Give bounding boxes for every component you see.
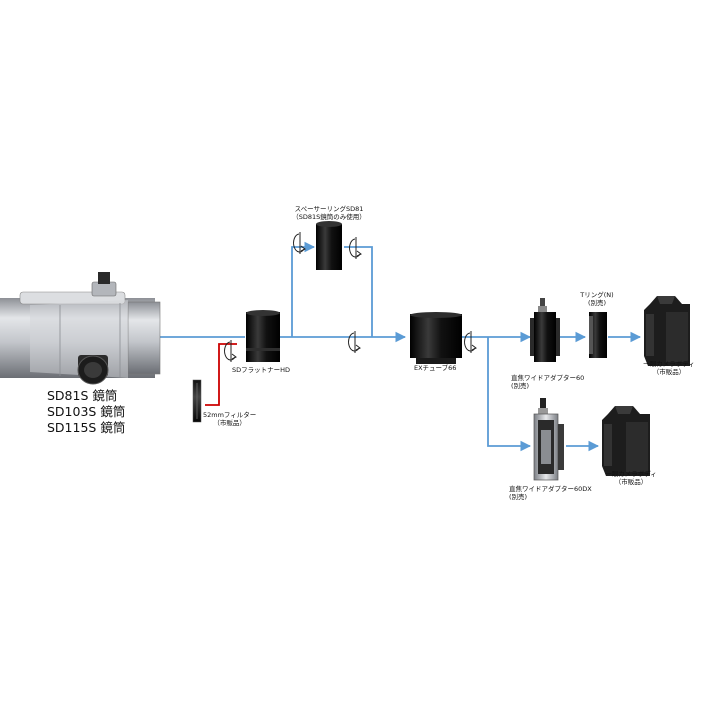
rotation-icons	[224, 232, 477, 362]
rotation-arrow-icon	[293, 232, 306, 254]
telescope-tube	[0, 272, 161, 385]
telescope-model-list: SD81S 鏡筒 SD103S 鏡筒 SD115S 鏡筒	[47, 388, 125, 436]
t-ring-label: Tリング(N) (別売)	[580, 291, 613, 307]
spacer-ring-note: （SD81S鏡筒のみ使用）	[292, 213, 366, 222]
flattener-hd	[246, 310, 280, 362]
wide-adapter-60dx	[533, 398, 564, 481]
spacer-ring-label: スペーサーリングSD81 （SD81S鏡筒のみ使用）	[292, 205, 366, 221]
adapter60dx-name: 直焦ワイドアダプター60DX	[509, 485, 592, 493]
camera-top-note: （市販品）	[652, 368, 686, 377]
t-ring-name: Tリング(N)	[580, 291, 614, 299]
camera-body-top	[644, 296, 690, 366]
connector-lines	[160, 241, 642, 452]
camera-body-bottom	[602, 406, 650, 476]
filter-note: （市販品）	[213, 419, 246, 428]
flattener-label: SDフラットナーHD	[232, 366, 291, 374]
adapter60-label: 直焦ワイドアダプター60 (別売)	[511, 374, 584, 390]
line-spacer-branch-down	[344, 246, 373, 337]
adapter60-name: 直焦ワイドアダプター60	[511, 374, 585, 382]
rotation-arrow-icon	[348, 331, 361, 353]
camera-bottom-name: 一眼カメラボディ	[605, 470, 657, 478]
camera-bottom-note: （市販品）	[614, 478, 648, 487]
line-extube-to-adapter60dx	[487, 337, 532, 452]
camera-top-label: 一眼カメラボディ （市販品）	[643, 360, 695, 376]
adapter60dx-label: 直焦ワイドアダプター60DX (別売)	[509, 485, 592, 501]
focus-knob-icon	[77, 355, 109, 385]
t-ring-n	[589, 312, 607, 358]
camera-top-name: 一眼カメラボディ	[643, 360, 695, 368]
filter-leader-line	[205, 343, 237, 406]
adapter60-note: (別売)	[511, 382, 530, 391]
wide-adapter-60	[530, 298, 560, 362]
ex-tube-label: EXチューブ66	[414, 364, 457, 372]
ex-tube-66	[410, 312, 462, 364]
rotation-arrow-icon	[224, 340, 237, 362]
adapter60dx-note: (別売)	[509, 493, 528, 502]
filter-52mm	[192, 379, 202, 423]
telescope-model-2: SD103S 鏡筒	[47, 404, 126, 419]
spacer-ring-name: スペーサーリングSD81	[294, 205, 364, 213]
rotation-arrow-icon	[464, 331, 477, 353]
line-spacer-branch-up	[291, 241, 316, 337]
spacer-ring-sd81	[316, 221, 342, 270]
telescope-model-1: SD81S 鏡筒	[47, 388, 118, 403]
filter-label: 52mmフィルター （市販品）	[203, 411, 256, 427]
t-ring-note: (別売)	[587, 299, 607, 308]
filter-name: 52mmフィルター	[203, 411, 257, 419]
rotation-arrow-icon	[349, 237, 362, 259]
telescope-model-3: SD115S 鏡筒	[47, 420, 126, 435]
camera-bottom-label: 一眼カメラボディ （市販品）	[605, 470, 657, 486]
